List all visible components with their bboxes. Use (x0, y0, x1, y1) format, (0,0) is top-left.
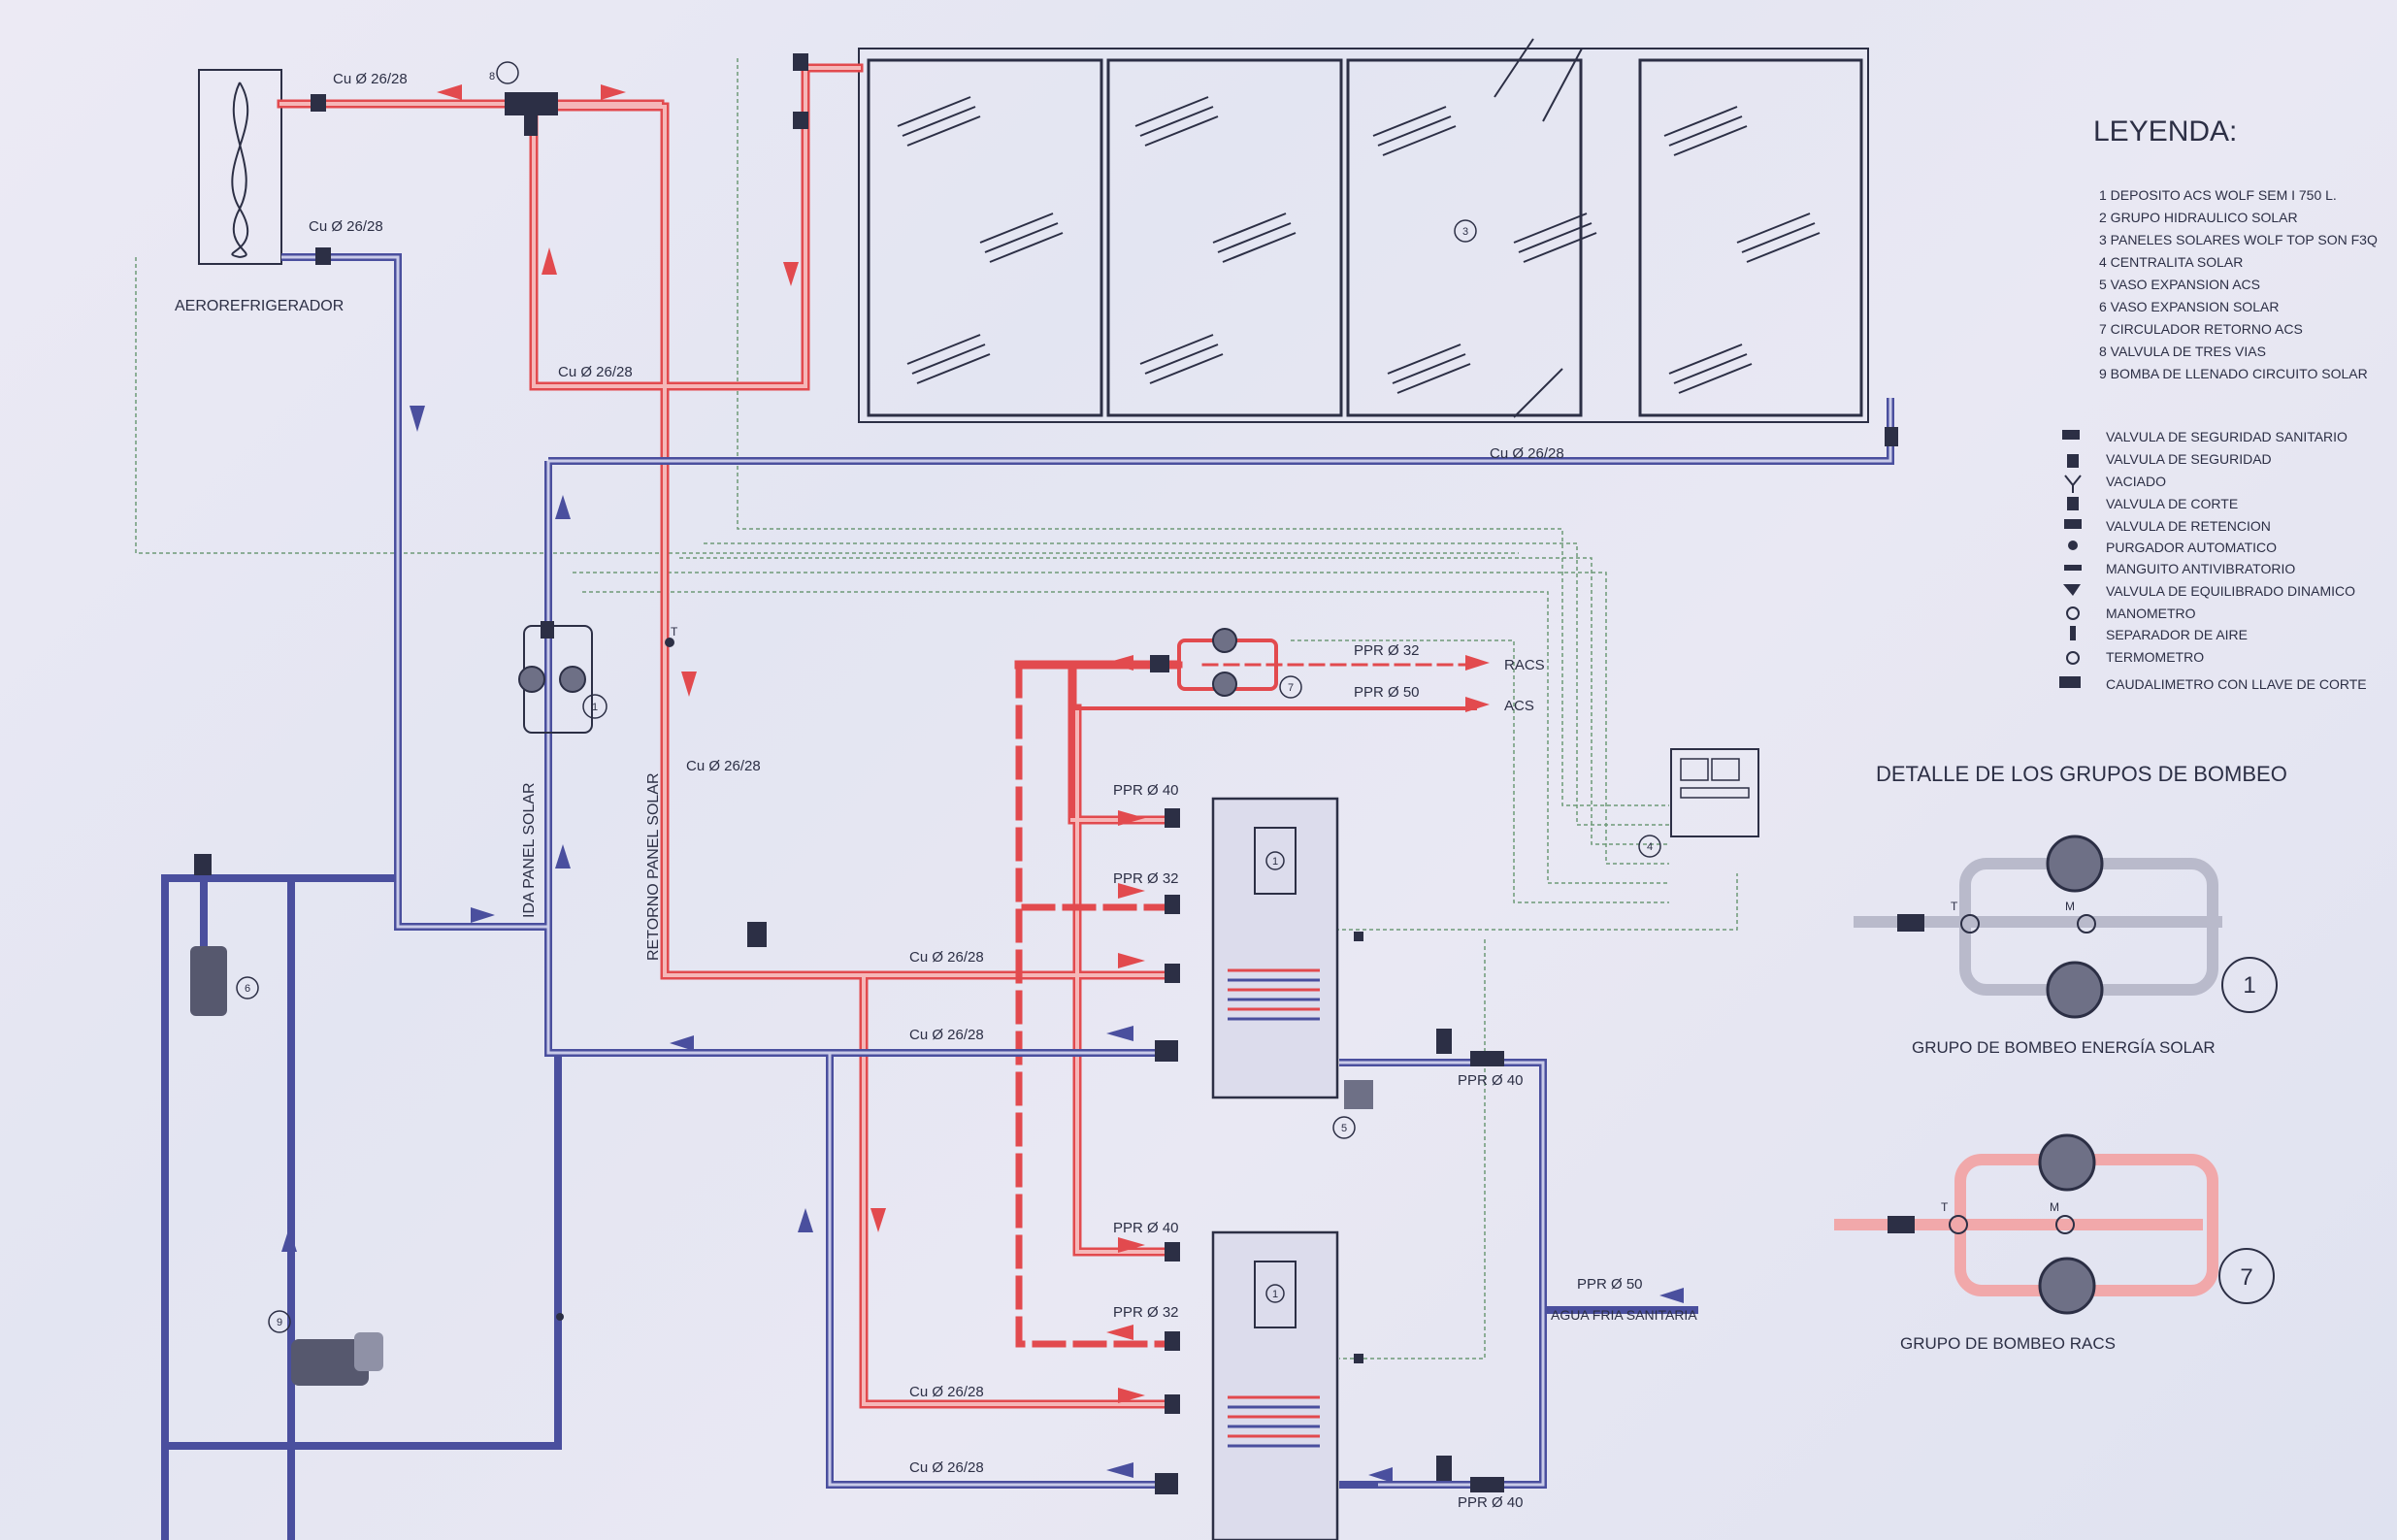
detail-group-7-number: 7 (2240, 1264, 2252, 1291)
detail-group-1-number: 1 (2243, 972, 2255, 999)
legend-symbol-item: CAUDALIMETRO CON LLAVE DE CORTE (2106, 676, 2367, 692)
expansion-vessel-acs (1332, 1080, 1373, 1139)
control-wiring (135, 58, 1738, 1360)
solar-controller (1638, 748, 1759, 858)
cold-water-label: AGUA FRIA SANITARIA (1551, 1307, 1697, 1323)
legend-symbols (2059, 430, 2082, 688)
air-cooler (198, 69, 282, 265)
pipe-label: PPR Ø 32 (1113, 1304, 1179, 1321)
acs-label: ACS (1504, 698, 1534, 714)
tag-6: 6 (245, 983, 250, 995)
pipe-label: Cu Ø 26/28 (909, 1027, 984, 1043)
dashed-recirc (1015, 661, 1183, 1348)
tag-3: 3 (1462, 226, 1468, 238)
pipe-label: Cu Ø 26/28 (558, 364, 633, 380)
pipe-label: PPR Ø 50 (1577, 1276, 1643, 1293)
racs-pump-group (1177, 628, 1302, 699)
pipe-label: PPR Ø 40 (1113, 782, 1179, 799)
detail-t-label: T (1951, 900, 1958, 913)
legend-symbol-item: VALVULA DE EQUILIBRADO DINAMICO (2106, 583, 2355, 599)
pipe-label: PPR Ø 40 (1458, 1494, 1524, 1511)
detail-group-7 (1834, 1133, 2275, 1315)
pipe-label: Cu Ø 26/28 (909, 1459, 984, 1476)
detail-m-label: M (2065, 900, 2075, 913)
tag-tank-1: 1 (1272, 856, 1278, 868)
pipe-label: PPR Ø 32 (1354, 642, 1420, 659)
legend-item: 4 CENTRALITA SOLAR (2099, 254, 2243, 270)
legend-symbol-item: MANGUITO ANTIVIBRATORIO (2106, 561, 2295, 576)
legend-item: 3 PANELES SOLARES WOLF TOP SON F3Q (2099, 232, 2378, 247)
pipe-label: Cu Ø 26/28 (909, 949, 984, 966)
legend-item: 9 BOMBA DE LLENADO CIRCUITO SOLAR (2099, 366, 2368, 381)
detail-group-1-caption: GRUPO DE BOMBEO ENERGÍA SOLAR (1912, 1038, 2216, 1057)
legend-numbered: 1 DEPOSITO ACS WOLF SEM I 750 L. 2 GRUPO… (2099, 187, 2378, 381)
legend-symbol-item: MANOMETRO (2106, 606, 2196, 621)
pipe-label: Cu Ø 26/28 (333, 71, 408, 87)
legend-item: 1 DEPOSITO ACS WOLF SEM I 750 L. (2099, 187, 2337, 203)
legend-symbol-item: VALVULA DE SEGURIDAD (2106, 451, 2272, 467)
solar-return-label: RETORNO PANEL SOLAR (645, 772, 662, 961)
legend-symbol-item: VALVULA DE SEGURIDAD SANITARIO (2106, 429, 2348, 444)
detail-group-7-caption: GRUPO DE BOMBEO RACS (1900, 1334, 2116, 1353)
legend-item: 8 VALVULA DE TRES VIAS (2099, 344, 2266, 359)
tag-4: 4 (1647, 841, 1653, 853)
pipe-label: Cu Ø 26/28 (1490, 445, 1564, 462)
legend-symbol-item: VALVULA DE RETENCION (2106, 518, 2271, 534)
legend-symbol-item: TERMOMETRO (2106, 649, 2204, 665)
fill-pump (268, 1310, 383, 1386)
three-way-valve (496, 61, 558, 136)
expansion-vessel-solar (190, 854, 259, 1016)
tag-5: 5 (1341, 1123, 1347, 1134)
legend-item: 5 VASO EXPANSION ACS (2099, 277, 2260, 292)
detail-m-label-7: M (2050, 1200, 2059, 1214)
tag-tank-1b: 1 (1272, 1289, 1278, 1300)
legend-symbol-item: PURGADOR AUTOMATICO (2106, 540, 2277, 555)
solar-pump-group (518, 621, 607, 734)
pipe-label: Cu Ø 26/28 (909, 1384, 984, 1400)
pipe-label: PPR Ø 50 (1354, 684, 1420, 701)
dhw-tank-bottom (1211, 1230, 1339, 1540)
tag-7: 7 (1288, 682, 1294, 694)
cold-pipes (161, 253, 1894, 1540)
legend-item: 7 CIRCULADOR RETORNO ACS (2099, 321, 2303, 337)
pipe-label: Cu Ø 26/28 (686, 758, 761, 774)
air-cooler-label: AEROREFRIGERADOR (175, 298, 344, 314)
legend-symbol-item: VACIADO (2106, 474, 2166, 489)
solar-panels (858, 38, 1869, 423)
detail-title: DETALLE DE LOS GRUPOS DE BOMBEO (1876, 762, 2287, 786)
legend-symbol-item: VALVULA DE CORTE (2106, 496, 2238, 511)
flow-arrows (281, 84, 1684, 1483)
detail-group-1 (1854, 835, 2278, 1019)
panel-hatching (897, 96, 1821, 394)
legend-symbols-text: VALVULA DE SEGURIDAD SANITARIO VALVULA D… (2106, 429, 2367, 692)
thermometer-t-label: T (671, 625, 678, 639)
legend-symbol-item: SEPARADOR DE AIRE (2106, 627, 2248, 642)
fittings (311, 53, 1898, 1494)
legend-title: LEYENDA: (2093, 115, 2237, 147)
legend-item: 2 GRUPO HIDRAULICO SOLAR (2099, 210, 2298, 225)
legend-item: 6 VASO EXPANSION SOLAR (2099, 299, 2279, 314)
tag-9: 9 (277, 1317, 282, 1328)
tag-8: 8 (489, 71, 495, 82)
pipe-label: PPR Ø 40 (1458, 1072, 1524, 1089)
racs-label: RACS (1504, 657, 1545, 673)
tag-1: 1 (592, 702, 598, 713)
pipe-label: PPR Ø 32 (1113, 870, 1179, 887)
solar-flow-label: IDA PANEL SOLAR (521, 782, 538, 918)
dhw-tank-top (1211, 797, 1339, 1099)
pipe-label: Cu Ø 26/28 (309, 218, 383, 235)
pipe-label: PPR Ø 40 (1113, 1220, 1179, 1236)
detail-t-label-7: T (1941, 1200, 1949, 1214)
